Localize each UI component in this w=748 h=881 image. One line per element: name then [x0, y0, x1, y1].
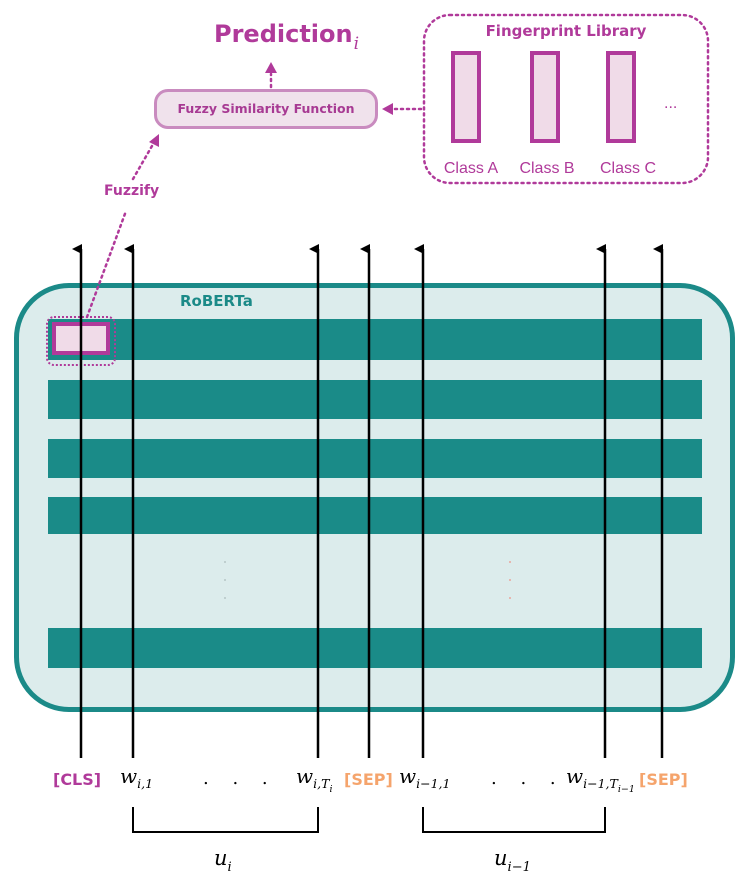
token-w-im1-t-sub: i−1,T	[583, 776, 618, 791]
token-w-i-ti: wi,Ti	[296, 764, 332, 795]
token-ellipsis-1: . . .	[203, 768, 277, 789]
class-b-label: Class B	[519, 160, 575, 177]
fingerprint-library-ellipsis: ...	[664, 95, 678, 112]
encoder-layer-2	[48, 380, 702, 419]
token-sep-2: [SEP]	[639, 770, 688, 789]
token-w-i-ti-sub2: i	[329, 784, 333, 795]
token-w-i-ti-main: w	[296, 764, 314, 788]
token-w-i-1: wi,1	[120, 764, 154, 791]
token-w-im1-t: wi−1,Ti−1	[566, 764, 635, 795]
token-w-im1-1-sub: i−1,1	[416, 776, 451, 791]
encoder-layer-3	[48, 439, 702, 478]
roberta-label: RoBERTa	[180, 292, 253, 310]
fuzzy-similarity-box	[154, 89, 378, 129]
fuzzify-label: Fuzzify	[104, 183, 160, 199]
token-w-im1-t-main: w	[566, 764, 584, 788]
layer-ellipsis-dot	[224, 597, 226, 599]
token-w-i-1-sub: i,1	[137, 776, 154, 791]
prediction-label: Predictioni	[214, 20, 359, 54]
token-w-i-1-main: w	[120, 764, 138, 788]
class-a-fingerprint	[451, 51, 481, 143]
fuzzy-similarity-label: Fuzzy Similarity Function	[177, 101, 355, 116]
token-w-i-ti-sub: i,T	[313, 776, 330, 791]
fingerprint-library-title: Fingerprint Library	[485, 22, 647, 40]
token-ellipsis-2: . . .	[491, 768, 565, 789]
similarity-to-prediction-arrowhead	[265, 62, 277, 73]
class-c-label: Class C	[599, 160, 656, 177]
class-a-label: Class A	[443, 160, 499, 177]
utterance-u-im1-sub: i−1	[507, 860, 531, 875]
fuzzify-to-similarity-connector	[131, 144, 154, 181]
encoder-layer-4	[48, 497, 702, 534]
library-to-similarity-arrowhead	[382, 103, 393, 115]
token-sep-1: [SEP]	[344, 770, 393, 789]
token-cls: [CLS]	[53, 770, 102, 789]
utterance-bracket-u-i	[132, 807, 319, 833]
layer-ellipsis-dot	[509, 561, 511, 563]
layer-ellipsis-dot	[509, 597, 511, 599]
layer-ellipsis-dot	[224, 579, 226, 581]
utterance-label-u-i: ui	[214, 846, 232, 875]
encoder-layer-n	[48, 628, 702, 668]
fuzzify-to-similarity-arrowhead	[149, 134, 159, 147]
prediction-text: Prediction	[214, 20, 353, 48]
utterance-u-im1-main: u	[494, 846, 508, 870]
utterance-u-i-main: u	[214, 846, 228, 870]
class-b-fingerprint	[530, 51, 560, 143]
token-w-im1-t-sub2: i−1	[617, 784, 635, 795]
fingerprint-library-box	[422, 13, 710, 185]
layer-ellipsis-dot	[224, 561, 226, 563]
token-w-im1-1-main: w	[399, 764, 417, 788]
class-c-fingerprint	[606, 51, 636, 143]
utterance-label-u-im1: ui−1	[494, 846, 531, 875]
prediction-subscript: i	[353, 34, 360, 54]
utterance-bracket-u-im1	[422, 807, 606, 833]
utterance-u-i-sub: i	[227, 860, 232, 875]
cls-to-fuzzify-connector	[85, 209, 128, 319]
encoder-layer-1	[48, 319, 702, 360]
layer-ellipsis-dot	[509, 579, 511, 581]
token-w-im1-1: wi−1,1	[399, 764, 451, 791]
